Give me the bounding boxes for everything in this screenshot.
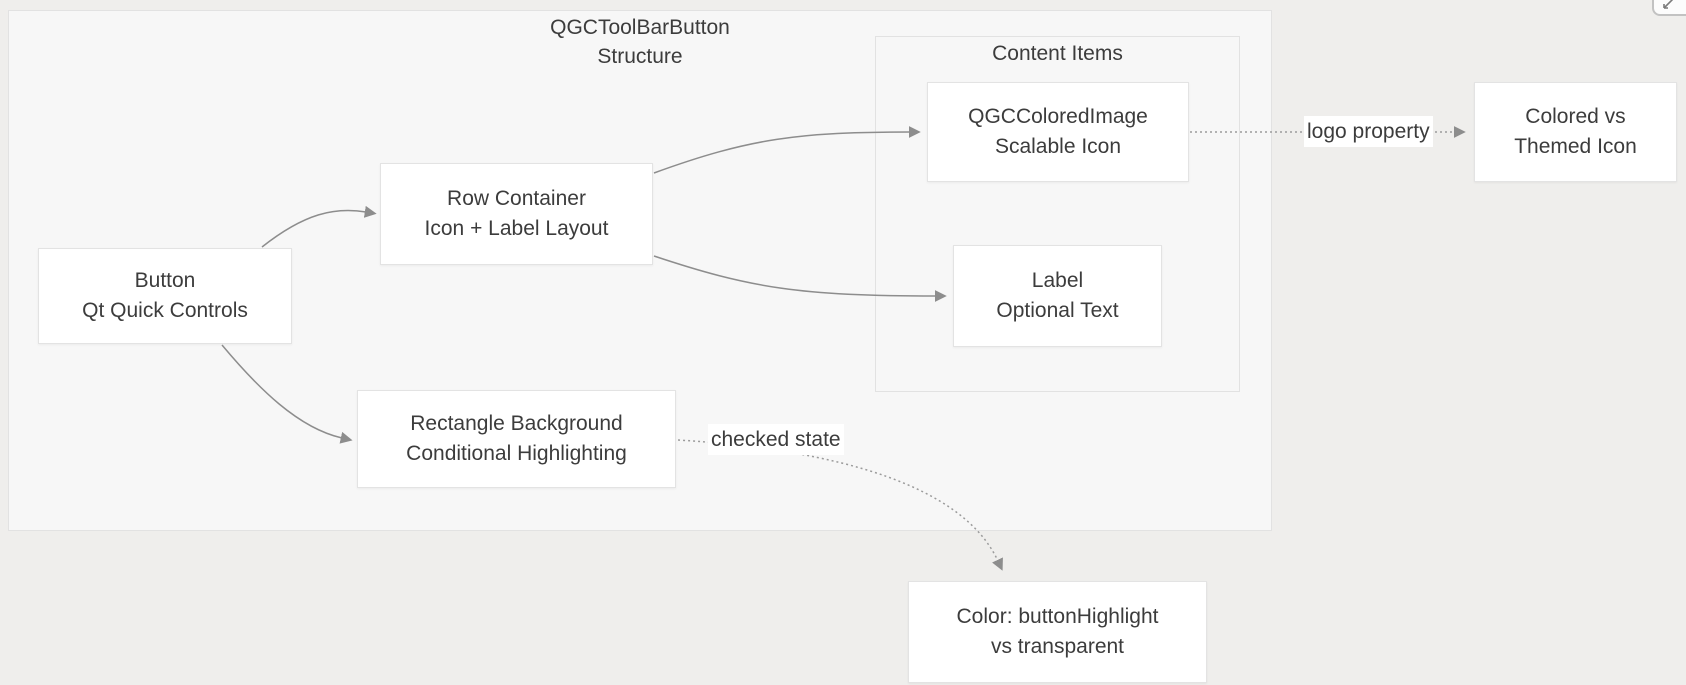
node-qgccoloredimage-line2: Scalable Icon bbox=[994, 135, 1122, 158]
node-button-line2: Qt Quick Controls bbox=[82, 299, 248, 322]
node-color-buttonhighlight: Color: buttonHighlight vs transparent bbox=[908, 581, 1207, 683]
diagram-title-line1: QGCToolBarButton bbox=[550, 16, 730, 39]
edge-label-checked-state: checked state bbox=[708, 424, 844, 455]
node-colored-vs-themed-line1: Colored vs bbox=[1525, 105, 1626, 128]
node-label-line1: Label bbox=[1031, 269, 1084, 292]
node-button: Button Qt Quick Controls bbox=[38, 248, 292, 344]
node-rectangle-background: Rectangle Background Conditional Highlig… bbox=[357, 390, 676, 488]
expand-icon bbox=[1663, 0, 1674, 9]
node-row-container-line2: Icon + Label Layout bbox=[424, 217, 609, 240]
edge-label-logo-property: logo property bbox=[1304, 116, 1433, 147]
content-items-label: Content Items bbox=[992, 42, 1123, 65]
node-rectangle-background-line1: Rectangle Background bbox=[410, 412, 623, 435]
expand-button[interactable] bbox=[1652, 0, 1686, 16]
node-row-container-line1: Row Container bbox=[447, 187, 586, 210]
node-qgccoloredimage-line1: QGCColoredImage bbox=[968, 105, 1148, 128]
node-color-buttonhighlight-line1: Color: buttonHighlight bbox=[956, 605, 1159, 628]
node-row-container: Row Container Icon + Label Layout bbox=[380, 163, 653, 265]
node-qgccoloredimage: QGCColoredImage Scalable Icon bbox=[927, 82, 1189, 182]
node-label: Label Optional Text bbox=[953, 245, 1162, 347]
node-color-buttonhighlight-line2: vs transparent bbox=[990, 635, 1125, 658]
node-button-line1: Button bbox=[134, 269, 196, 292]
node-label-line2: Optional Text bbox=[996, 299, 1119, 322]
node-rectangle-background-line2: Conditional Highlighting bbox=[406, 442, 627, 465]
node-colored-vs-themed-icon: Colored vs Themed Icon bbox=[1474, 82, 1677, 182]
node-colored-vs-themed-line2: Themed Icon bbox=[1514, 135, 1637, 158]
diagram-title-line2: Structure bbox=[597, 45, 683, 68]
